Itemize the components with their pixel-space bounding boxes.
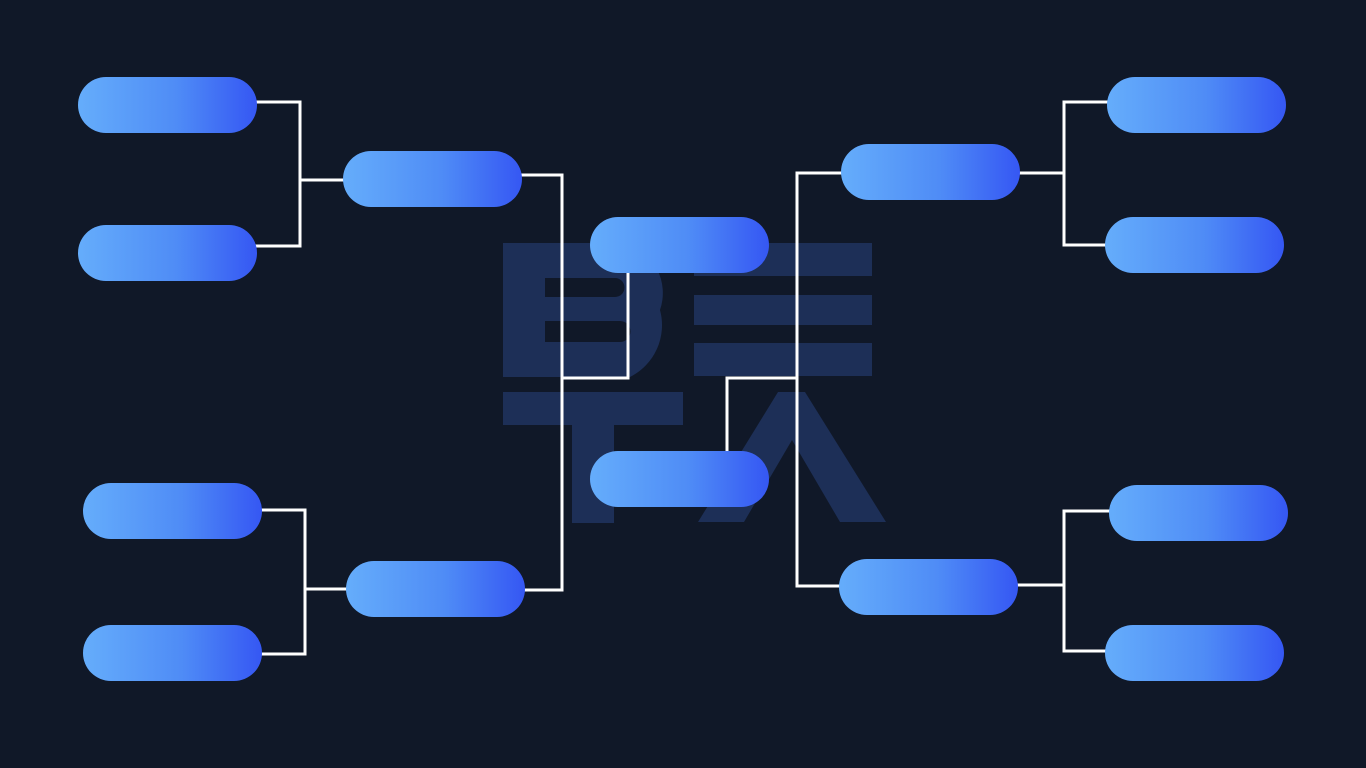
bracket-slot-right-r1-2[interactable]: [1105, 217, 1284, 273]
bracket-slot-right-r1-4[interactable]: [1105, 625, 1284, 681]
bracket-slot-left-r2-1[interactable]: [343, 151, 522, 207]
bracket-slot-final-2[interactable]: [590, 451, 769, 507]
bracket-slot-right-r1-3[interactable]: [1109, 485, 1288, 541]
bracket-slot-left-r1-2[interactable]: [78, 225, 257, 281]
bracket-slot-right-r1-1[interactable]: [1107, 77, 1286, 133]
bracket-slot-left-r1-1[interactable]: [78, 77, 257, 133]
bracket-slot-left-r1-3[interactable]: [83, 483, 262, 539]
bracket-slot-right-r2-1[interactable]: [841, 144, 1020, 200]
bracket-slot-right-r2-2[interactable]: [839, 559, 1018, 615]
bracket-slot-left-r1-4[interactable]: [83, 625, 262, 681]
bracket-slot-left-r2-2[interactable]: [346, 561, 525, 617]
bracket-slot-final-1[interactable]: [590, 217, 769, 273]
